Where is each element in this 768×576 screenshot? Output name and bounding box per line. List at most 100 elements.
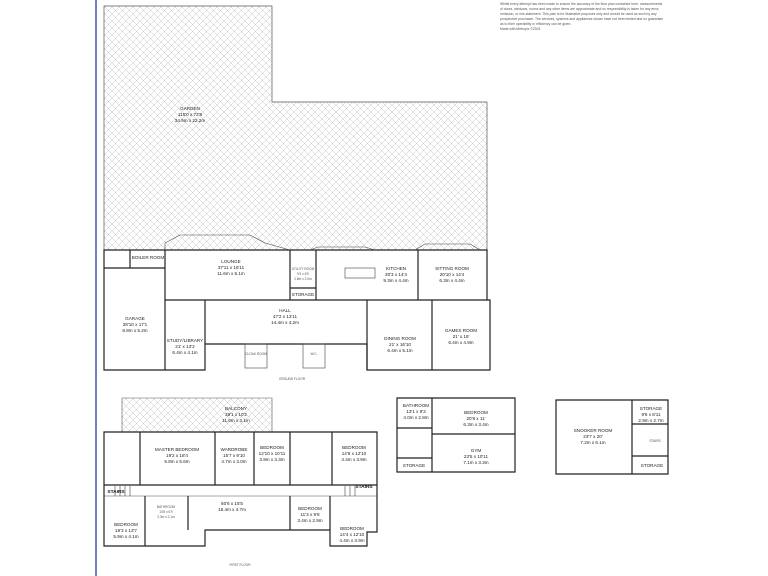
garden-dims: 115'0 x 72'9 <box>178 112 203 117</box>
bedroom-2-name: BEDROOM <box>260 445 284 450</box>
master-bedroom-name: MASTER BEDROOM <box>155 447 199 452</box>
bedroom-6-dims: 14'4 x 12'10 <box>340 532 365 537</box>
sitting-name: SITTING ROOM <box>435 266 469 271</box>
annex-bedroom-metric: 6.3m x 3.4m <box>463 422 488 427</box>
wardrobe-name: WARDROBE <box>221 447 248 452</box>
master-bedroom-dims: 19'2 x 18'4 <box>166 453 188 458</box>
stairs-right-treads <box>344 486 356 496</box>
kitchen-metric: 9.3m x 4.4m <box>383 278 408 283</box>
svg-text:Made with Metropix ©2024: Made with Metropix ©2024 <box>500 27 540 31</box>
outbuilding-stairs-label: STAIRS <box>649 439 660 443</box>
wc-outline <box>302 343 326 369</box>
kitchen-island <box>344 267 376 279</box>
study-metric: 6.4m x 4.1m <box>172 350 197 355</box>
bedroom-4-metric: 5.9m x 4.1m <box>113 534 138 539</box>
storage-1-name: STORAGE <box>640 406 662 411</box>
wardrobe-dims: 15'7 x 9'10 <box>223 453 245 458</box>
hall-name: HALL <box>279 308 291 313</box>
landing-metric: 18.4m x 4.7m <box>218 507 246 512</box>
garden-area <box>103 5 488 251</box>
study-dims: 21' x 13'2 <box>175 344 195 349</box>
bedroom-3-name: BEDROOM <box>342 445 366 450</box>
gym-name: GYM <box>471 448 482 453</box>
lounge-bay <box>164 234 291 251</box>
lounge-dims: 37'11 x 16'11 <box>218 265 245 270</box>
bedroom-4-name: BEDROOM <box>114 522 138 527</box>
storage-2-name: STORAGE <box>641 463 663 468</box>
bedroom-2-metric: 3.9m x 3.3m <box>259 457 284 462</box>
bathroom-name: BATHROOM <box>157 505 176 509</box>
games-metric: 6.4m x 4.9m <box>448 340 473 345</box>
kitchen-bay <box>309 246 376 251</box>
bedroom-3-metric: 4.4m x 3.9m <box>341 457 366 462</box>
study-name: STUDY/LIBRARY <box>167 338 203 343</box>
balcony-dims: 38'1 x 10'2 <box>225 412 247 417</box>
svg-text:of doors, windows, rooms and a: of doors, windows, rooms and any other i… <box>500 7 659 11</box>
balcony-name: BALCONY <box>225 406 247 411</box>
bedroom-5-dims: 11'3 x 9'8 <box>300 512 319 517</box>
games-name: GAMES ROOM <box>445 328 477 333</box>
bedroom-3-dims: 14'6 x 12'10 <box>342 451 367 456</box>
snooker-name: SNOOKER ROOM <box>574 428 613 433</box>
cloak-room-outline <box>244 343 268 369</box>
first-floor-caption: FIRST FLOOR <box>229 563 251 567</box>
games-dims: 21' x 16' <box>453 334 470 339</box>
sitting-metric: 6.3m x 4.4m <box>439 278 464 283</box>
stairs-right-label: STAIRS <box>355 484 373 490</box>
garage-dims: 28'10 x 17'1 <box>123 322 148 327</box>
hall-dims: 47'2 x 13'11 <box>273 314 298 319</box>
gym-dims: 23'5 x 10'11 <box>464 454 489 459</box>
annex-storage-name: STORAGE <box>403 463 425 468</box>
dining-metric: 6.4m x 5.1m <box>387 348 412 353</box>
utility-name: UTILITY ROOM <box>292 267 315 271</box>
annex-outer-wall <box>396 397 516 473</box>
snooker-metric: 7.2m x 6.1m <box>580 440 605 445</box>
garden-metric: 34.9m x 22.2m <box>175 118 206 123</box>
annex-bedroom-name: BEDROOM <box>464 410 488 415</box>
bedroom-6-metric: 4.4m x 3.9m <box>339 538 364 543</box>
svg-text:omission, or mis-statement. Th: omission, or mis-statement. This plan is… <box>500 12 657 16</box>
dining-dims: 21' x 16'10 <box>389 342 411 347</box>
sitting-bay <box>414 243 481 251</box>
annex: BATHROOM 13'1 x 9'3 4.0m x 2.8m BEDROOM … <box>396 397 516 473</box>
garage-name: GARAGE <box>125 316 145 321</box>
utility-dims: 9'4 x 6'5 <box>297 272 309 276</box>
kitchen-dims: 30'3 x 14'4 <box>385 272 407 277</box>
outbuilding-outer-wall <box>555 399 669 475</box>
wardrobe-metric: 4.7m x 3.0m <box>221 459 246 464</box>
annex-bathroom-name: BATHROOM <box>403 403 429 408</box>
storage-name: STORAGE <box>292 292 314 297</box>
first-floor: BALCONY 38'1 x 10'2 11.6m x 3.1m MASTER … <box>103 397 378 567</box>
bedroom-4-dims: 19'3 x 13'7 <box>115 528 137 533</box>
boiler-name: BOILER ROOM <box>132 255 165 260</box>
lounge-metric: 11.6m x 5.1m <box>217 271 245 276</box>
garage-metric: 8.8m x 5.2m <box>122 328 147 333</box>
landing-dims: 60'6 x 15'5 <box>221 501 243 506</box>
storage-1-metric: 2.9m x 2.7m <box>638 418 663 423</box>
master-bedroom-metric: 5.8m x 5.6m <box>164 459 189 464</box>
cloak-room-name: CLOAK ROOM <box>245 352 267 356</box>
bedroom-5-name: BEDROOM <box>298 506 322 511</box>
bathroom-dims: 10'8 x 6'9 <box>159 510 173 514</box>
balcony-area <box>121 397 273 433</box>
hall-metric: 14.4m x 4.2m <box>271 320 299 325</box>
storage-1-dims: 9'6 x 8'11 <box>641 412 660 417</box>
snooker-dims: 23'7 x 20' <box>583 434 603 439</box>
annex-bathroom-dims: 13'1 x 9'3 <box>406 409 426 414</box>
stairs-left-treads <box>114 486 131 496</box>
annex-bedroom-dims: 20'8 x 11' <box>466 416 485 421</box>
bedroom-6-name: BEDROOM <box>340 526 364 531</box>
svg-text:Whilst every attempt has been: Whilst every attempt has been made to en… <box>500 2 663 6</box>
balcony-metric: 11.6m x 3.1m <box>222 418 250 423</box>
stairs-left-label: STAIRS <box>107 489 125 495</box>
lounge-name: LOUNGE <box>221 259 240 264</box>
bedroom-5-metric: 3.4m x 2.9m <box>297 518 322 523</box>
annex-bathroom-metric: 4.0m x 2.8m <box>403 415 428 420</box>
garden-name: GARDEN <box>180 106 200 111</box>
utility-metric: 2.8m x 2.0m <box>294 277 312 281</box>
bathroom-metric: 3.3m x 2.1m <box>157 515 175 519</box>
wc-name: W.C. <box>311 352 318 356</box>
ground-floor-caption: GROUND FLOOR <box>279 377 306 381</box>
first-outer-wall <box>103 431 378 547</box>
